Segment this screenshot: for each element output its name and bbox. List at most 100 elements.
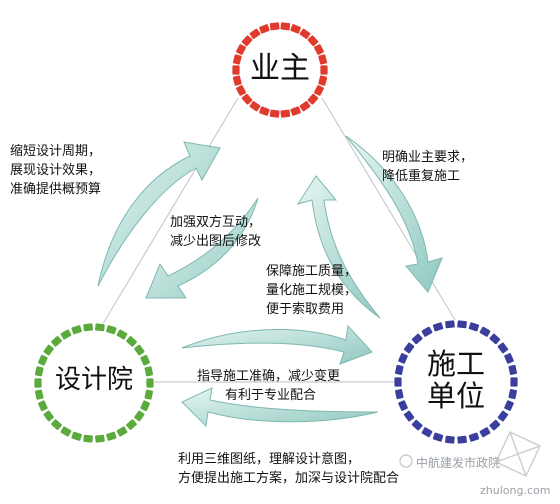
annotation-line: 加强双方互动， [170,215,262,230]
ring-segment [467,431,480,443]
annotation-line: 降低重复施工 [382,169,461,184]
ring-segment [397,352,409,365]
ring-segment [313,84,325,97]
arrow-construction-to-design [181,387,379,428]
ring-segment [279,21,291,32]
triangle-edges [97,97,456,383]
ring-segment [50,335,63,348]
ring-segment [59,425,73,438]
ring-segment [143,365,154,378]
ring-segment [397,399,409,412]
ring-segment [313,43,325,56]
arrow-construction-to-owner [296,175,381,319]
construction-unit-label-line2: 单位 [426,378,485,413]
ring-segment [496,341,509,355]
zhulong-logo-icon [495,431,541,477]
annotation-line: 缩短设计周期， [10,144,102,159]
ring-segment [258,23,271,35]
construction-unit-label-line1: 施工 [426,347,485,381]
owner-label-text: 业主 [250,51,310,86]
ring-segment [235,84,247,97]
ring-segment [411,332,424,345]
ring-segment [37,399,49,412]
ring-segment [503,399,515,412]
ring-segment [42,343,55,357]
ring-segment [432,321,445,333]
ring-segment [394,388,405,400]
ring-segment [456,434,468,445]
annotation-owner-to-construction: 明确业主要求， 降低重复施工 [382,148,473,186]
annotation-line: 减少出图后修改 [170,234,262,249]
ring-segment [289,105,302,117]
ring-segment [82,433,94,444]
arrow-owner-to-construction [345,135,443,293]
ring-segment [59,328,73,341]
annotation-line: 准确提供概预算 [10,182,102,197]
annotation-construction-to-design: 利用三维图纸，理解设计意图， 方便提出施工方案，加深与设计院配合 [178,450,399,488]
owner-node-ring [231,21,329,119]
ring-segment [94,322,106,333]
ring-segment [432,431,445,443]
ring-segment [231,64,241,76]
ring-segment [298,100,312,113]
ring-segment [306,34,320,48]
ring-segment [37,354,49,367]
annotation-line: 保障施工质量， [266,264,358,279]
ring-segment [394,364,405,376]
watermark-graphic [399,431,541,477]
ring-segment [403,341,416,355]
ring-segment [70,430,83,442]
ring-segment [488,419,501,432]
ring-segment [139,399,151,412]
annotation-design-to-owner: 加强双方互动， 减少出图后修改 [170,213,261,251]
wechat-logo-icon [399,454,413,468]
ring-segment [258,105,271,117]
watermark-account-text: 中航建发市政院 [416,456,501,470]
annotation-line: 明确业主要求， [382,150,474,165]
ring-segment [467,321,480,333]
ring-segment [319,64,329,76]
ring-segment [232,53,243,66]
ring-segment [298,27,312,40]
ring-segment [496,409,509,423]
ring-segment [420,426,434,439]
ring-segment [133,409,146,423]
ring-segment [317,74,328,87]
watermark-account: 中航建发市政院 [416,454,500,471]
ring-segment [33,377,43,389]
annotation-line: 方便提出施工方案，加深与设计院配合 [178,471,400,486]
arrow-design-to-owner [97,141,221,287]
ring-segment [34,365,45,378]
ring-segment [503,352,515,365]
node-inner-circle [243,33,317,107]
ring-segment [235,43,247,56]
ring-segment [82,322,94,333]
edge-owner-design [97,97,239,333]
flow-arrows [97,135,443,428]
annotation-line: 展现设计效果， [10,163,102,178]
annotation-line: 利用三维图纸，理解设计意图， [178,452,361,467]
annotation-line: 量化施工规模， [266,283,358,298]
ring-segment [139,354,151,367]
ring-segment [478,426,492,439]
ring-segment [248,100,262,113]
construction-unit-node-label: 施工 单位 [403,347,509,413]
ring-segment [411,419,424,432]
ring-segment [289,23,302,35]
annotation-line: 便于索取费用 [266,302,345,317]
ring-segment [317,53,328,66]
ring-segment [105,324,118,336]
annotation-design-to-construction: 指导施工准确，减少变更 有利于专业配合 [197,367,340,405]
design-institute-node-label: 设计院 [33,366,155,395]
ring-segment [488,332,501,345]
ring-segment [145,377,155,389]
ring-segment [125,335,138,348]
ring-segment [306,92,320,106]
ring-segment [444,434,456,445]
construction-unit-node-ring [393,319,519,445]
annotation-line: 指导施工准确，减少变更 [197,369,341,384]
arrow-owner-to-design [145,197,259,299]
ring-segment [34,388,45,401]
arrow-design-to-construction [181,324,373,365]
